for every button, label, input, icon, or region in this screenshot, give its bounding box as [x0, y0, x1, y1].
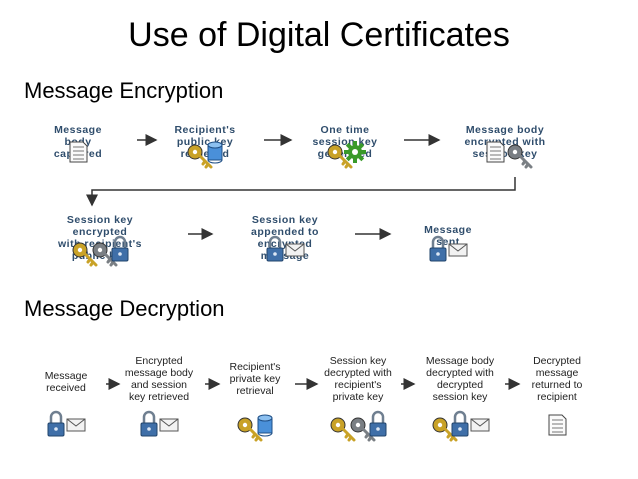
padlock-icon [266, 235, 284, 262]
padlock-icon [111, 235, 129, 262]
key-icon [92, 242, 118, 267]
decryption-heading: Message Decryption [24, 296, 225, 321]
padlock-icon [140, 410, 158, 437]
step-icons [318, 405, 398, 450]
arrow [86, 177, 516, 207]
key-icon [432, 417, 458, 442]
key-icon [327, 144, 353, 169]
step-icons [215, 405, 295, 450]
step-icons [408, 230, 488, 275]
envelope-icon [470, 418, 490, 432]
envelope-icon [66, 418, 86, 432]
key-icon [330, 417, 356, 442]
step-icons [305, 132, 385, 177]
document-icon [69, 141, 88, 163]
key-icon [507, 144, 533, 169]
key-icon [72, 242, 98, 267]
step-icons [517, 405, 597, 450]
envelope-icon [448, 243, 468, 257]
database-icon [207, 141, 223, 164]
padlock-icon [47, 410, 65, 437]
step-icons [26, 405, 106, 450]
step-icons [119, 405, 199, 450]
step-icons [60, 230, 140, 275]
envelope-icon [159, 418, 179, 432]
key-icon [350, 417, 376, 442]
key-icon [237, 417, 263, 442]
step-icons [245, 230, 325, 275]
gear-icon [344, 141, 366, 163]
padlock-icon [369, 410, 387, 437]
key-icon [187, 144, 213, 169]
envelope-icon [285, 243, 305, 257]
document-icon [548, 414, 567, 436]
step-icons [465, 132, 545, 177]
step-icons [38, 132, 118, 177]
database-icon [257, 414, 273, 437]
step-icons [420, 405, 500, 450]
slide-title: Use of Digital Certificates [128, 16, 510, 54]
padlock-icon [429, 235, 447, 262]
encryption-heading: Message Encryption [24, 78, 224, 103]
document-icon [486, 141, 505, 163]
step-icons [165, 132, 245, 177]
padlock-icon [451, 410, 469, 437]
